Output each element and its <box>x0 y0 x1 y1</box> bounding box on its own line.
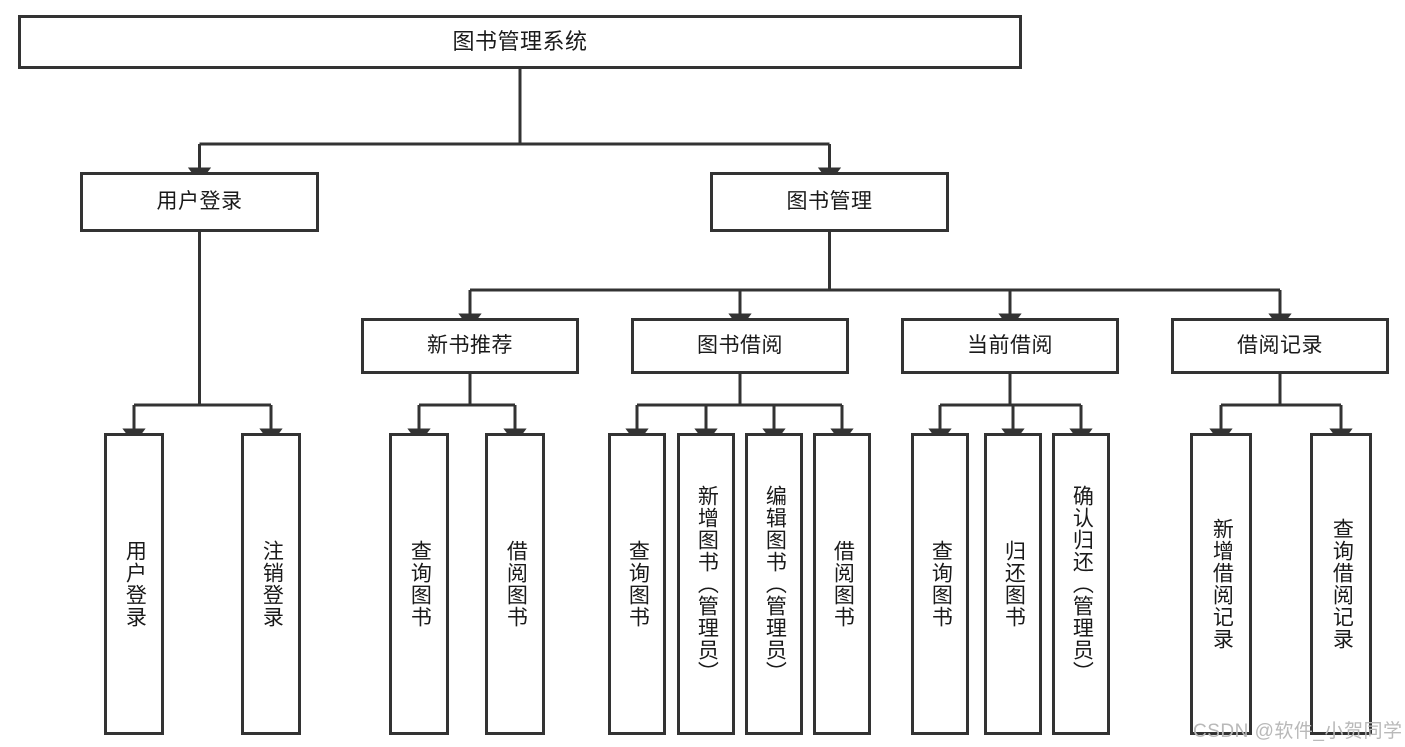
node-leaf-query-book-1[interactable]: 查询图书 <box>389 433 449 735</box>
node-new-book-rec[interactable]: 新书推荐 <box>361 318 579 374</box>
node-label: 借阅图书 <box>831 540 855 628</box>
node-label: 新增借阅记录 <box>1210 518 1234 650</box>
node-book-manage[interactable]: 图书管理 <box>710 172 949 232</box>
node-label: 注销登录 <box>260 540 284 628</box>
node-leaf-add-book[interactable]: 新增图书（管理员） <box>677 433 735 735</box>
node-label: 用户登录 <box>123 540 147 628</box>
node-label: 新书推荐 <box>427 334 513 358</box>
node-book-borrow[interactable]: 图书借阅 <box>631 318 849 374</box>
node-label: 图书管理系统 <box>452 28 588 54</box>
node-label: 查询图书 <box>626 540 650 628</box>
node-label: 借阅图书 <box>504 540 528 628</box>
node-leaf-add-record[interactable]: 新增借阅记录 <box>1190 433 1252 735</box>
node-label: 用户登录 <box>156 190 243 214</box>
node-leaf-borrow-book-2[interactable]: 借阅图书 <box>813 433 871 735</box>
node-label: 查询图书 <box>929 540 953 628</box>
node-label: 确认归还（管理员） <box>1070 485 1094 683</box>
node-label: 当前借阅 <box>967 334 1053 358</box>
node-label: 图书管理 <box>786 190 873 214</box>
node-leaf-edit-book[interactable]: 编辑图书（管理员） <box>745 433 803 735</box>
node-leaf-borrow-book-1[interactable]: 借阅图书 <box>485 433 545 735</box>
node-leaf-user-login[interactable]: 用户登录 <box>104 433 164 735</box>
node-leaf-confirm-return[interactable]: 确认归还（管理员） <box>1052 433 1110 735</box>
node-leaf-query-record[interactable]: 查询借阅记录 <box>1310 433 1372 735</box>
edge-group <box>122 69 1353 444</box>
node-label: 归还图书 <box>1002 540 1026 628</box>
node-label: 查询图书 <box>408 540 432 628</box>
node-current-borrow[interactable]: 当前借阅 <box>901 318 1119 374</box>
node-leaf-query-book-3[interactable]: 查询图书 <box>911 433 969 735</box>
node-label: 编辑图书（管理员） <box>763 485 787 683</box>
node-label: 图书借阅 <box>697 334 783 358</box>
node-leaf-return-book[interactable]: 归还图书 <box>984 433 1042 735</box>
node-label: 查询借阅记录 <box>1330 518 1354 650</box>
node-label: 新增图书（管理员） <box>695 485 719 683</box>
node-leaf-query-book-2[interactable]: 查询图书 <box>608 433 666 735</box>
node-leaf-user-logout[interactable]: 注销登录 <box>241 433 301 735</box>
node-borrow-record[interactable]: 借阅记录 <box>1171 318 1389 374</box>
node-root[interactable]: 图书管理系统 <box>18 15 1022 69</box>
node-user-login[interactable]: 用户登录 <box>80 172 319 232</box>
watermark-text: CSDN @软件_小贺同学 <box>1193 721 1403 742</box>
node-label: 借阅记录 <box>1237 334 1323 358</box>
